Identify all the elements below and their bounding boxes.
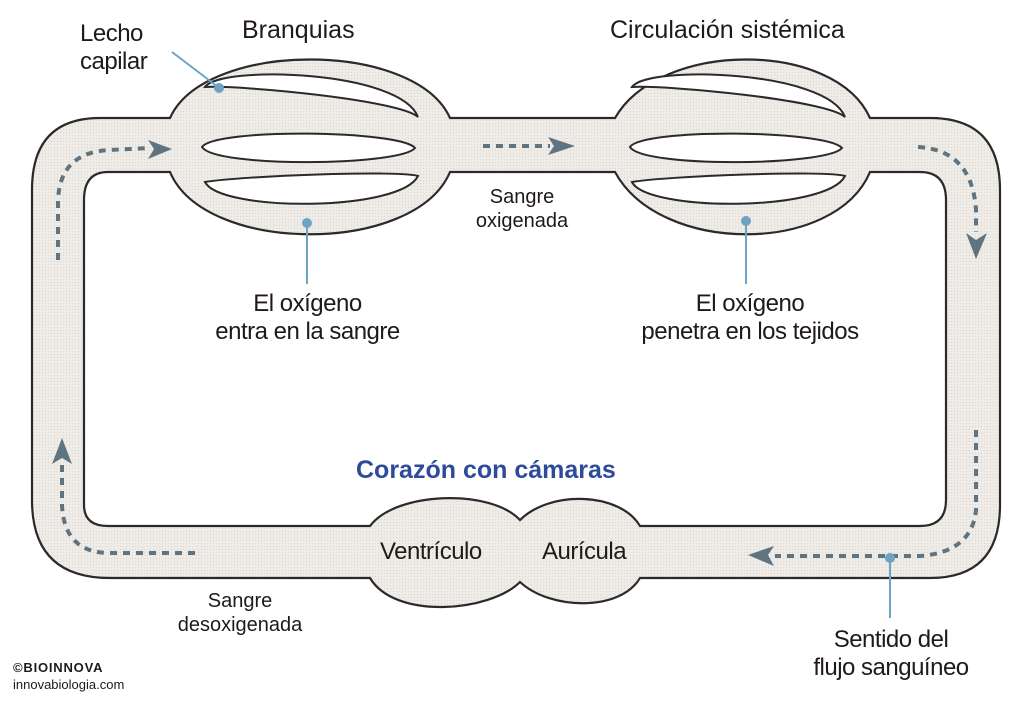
credit-website: innovabiologia.com xyxy=(13,677,125,692)
arrowheads xyxy=(52,137,987,566)
title-branquias: Branquias xyxy=(242,16,355,44)
title-circulacion-sistemica: Circulación sistémica xyxy=(610,16,845,44)
flow-arrow-right-down xyxy=(917,145,978,232)
arrowhead-icon xyxy=(52,438,72,464)
label-ventriculo: Ventrículo xyxy=(380,538,482,565)
label-line: entra en la sangre xyxy=(215,318,400,346)
label-line: desoxigenada xyxy=(177,613,303,636)
flow-arrow-right-up xyxy=(775,430,978,558)
gill-lamella xyxy=(203,172,420,205)
label-line: penetra en los tejidos xyxy=(641,318,859,346)
credit-brand: ©BIOINNOVA xyxy=(13,660,104,675)
pointer-dot xyxy=(741,216,751,226)
pointer-dot xyxy=(885,553,895,563)
label-line: Sangre xyxy=(489,186,555,208)
capillary-loop xyxy=(630,73,846,118)
gill-lamella xyxy=(200,132,417,164)
arrowhead-icon xyxy=(748,546,774,566)
label-line: Sentido del xyxy=(833,626,949,653)
arrowhead-icon xyxy=(548,137,575,155)
arrowhead-icon xyxy=(966,233,987,259)
label-line: El oxígeno xyxy=(695,290,805,317)
arrowhead-icon xyxy=(148,140,172,159)
flow-arrows xyxy=(56,144,978,558)
label-line: flujo sanguíneo xyxy=(813,654,969,682)
capillary-loop xyxy=(628,132,844,164)
title-corazon: Corazón con cámaras xyxy=(356,456,616,484)
pointer-dot xyxy=(214,83,224,93)
label-sentido-flujo: Sentido del flujo sanguíneo xyxy=(796,626,986,683)
label-sangre-oxigenada: Sangre oxigenada xyxy=(462,186,582,233)
label-oxigeno-entra: El oxígeno entra en la sangre xyxy=(190,290,425,347)
label-line: Sangre xyxy=(207,590,273,612)
label-oxigeno-penetra: El oxígeno penetra en los tejidos xyxy=(610,290,890,347)
label-lecho-capilar: Lecho capilar xyxy=(80,20,148,77)
label-line: El oxígeno xyxy=(253,290,362,317)
label-sangre-desoxigenada: Sangre desoxigenada xyxy=(160,590,320,637)
pointers xyxy=(171,51,895,618)
flow-arrow-bottom-left xyxy=(60,460,195,555)
label-line: Lecho xyxy=(80,20,143,47)
label-line: capilar xyxy=(80,48,148,76)
vessel-inner xyxy=(82,170,948,528)
pointer-dot xyxy=(302,218,312,228)
capillary-loop xyxy=(630,172,847,205)
label-line: oxigenada xyxy=(475,209,569,232)
systemic-capillaries xyxy=(628,73,847,205)
gill-lamella xyxy=(203,73,419,118)
pointer-line xyxy=(171,51,219,88)
gill-lamellae xyxy=(200,73,420,205)
label-auricula: Aurícula xyxy=(542,538,627,565)
